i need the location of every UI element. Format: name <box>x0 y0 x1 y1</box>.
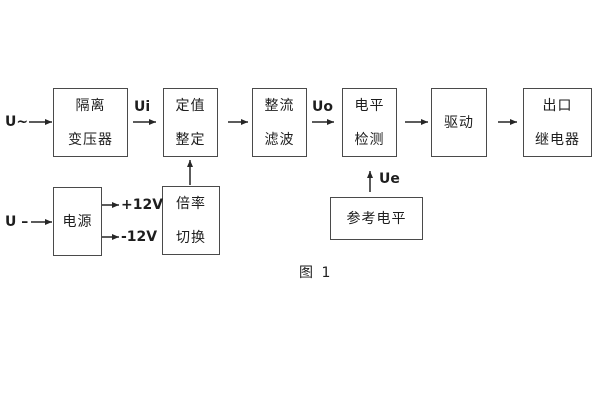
block-reference-level: 参考电平 <box>330 197 423 240</box>
block-label: 检测 <box>354 131 385 148</box>
block-label: 滤波 <box>264 131 295 148</box>
block-label: 切换 <box>176 229 206 246</box>
block-level-detector: 电平 检测 <box>342 88 397 157</box>
label-plus-12v: +12V <box>121 197 164 213</box>
block-label: 定值 <box>175 97 206 114</box>
block-rectifier-filter: 整流 滤波 <box>252 88 307 157</box>
block-label: 整流 <box>264 97 295 114</box>
block-ratio-switch: 倍率 切换 <box>162 186 220 255</box>
block-label: 参考电平 <box>346 210 407 227</box>
label-uo: Uo <box>312 99 333 115</box>
block-label: 电源 <box>62 213 93 230</box>
block-label: 电平 <box>354 97 385 114</box>
block-setpoint-adjust: 定值 整定 <box>163 88 218 157</box>
label-ui: Ui <box>134 99 151 115</box>
figure-caption: 图 1 <box>299 265 333 281</box>
block-label: 隔离 <box>75 97 106 114</box>
block-driver: 驱动 <box>431 88 487 157</box>
block-label: 继电器 <box>535 131 580 148</box>
label-ac-input: U~ <box>5 114 29 130</box>
block-label: 出口 <box>542 97 573 114</box>
block-power-supply: 电源 <box>53 187 102 256</box>
block-label: 驱动 <box>444 114 474 131</box>
label-dc-input: U – <box>5 214 29 230</box>
block-label: 变压器 <box>68 131 113 148</box>
label-minus-12v: -12V <box>121 229 158 245</box>
label-ue: Ue <box>379 171 400 187</box>
block-isolation-transformer: 隔离 变压器 <box>53 88 128 157</box>
block-output-relay: 出口 继电器 <box>523 88 592 157</box>
block-label: 整定 <box>175 131 206 148</box>
block-label: 倍率 <box>176 195 206 212</box>
